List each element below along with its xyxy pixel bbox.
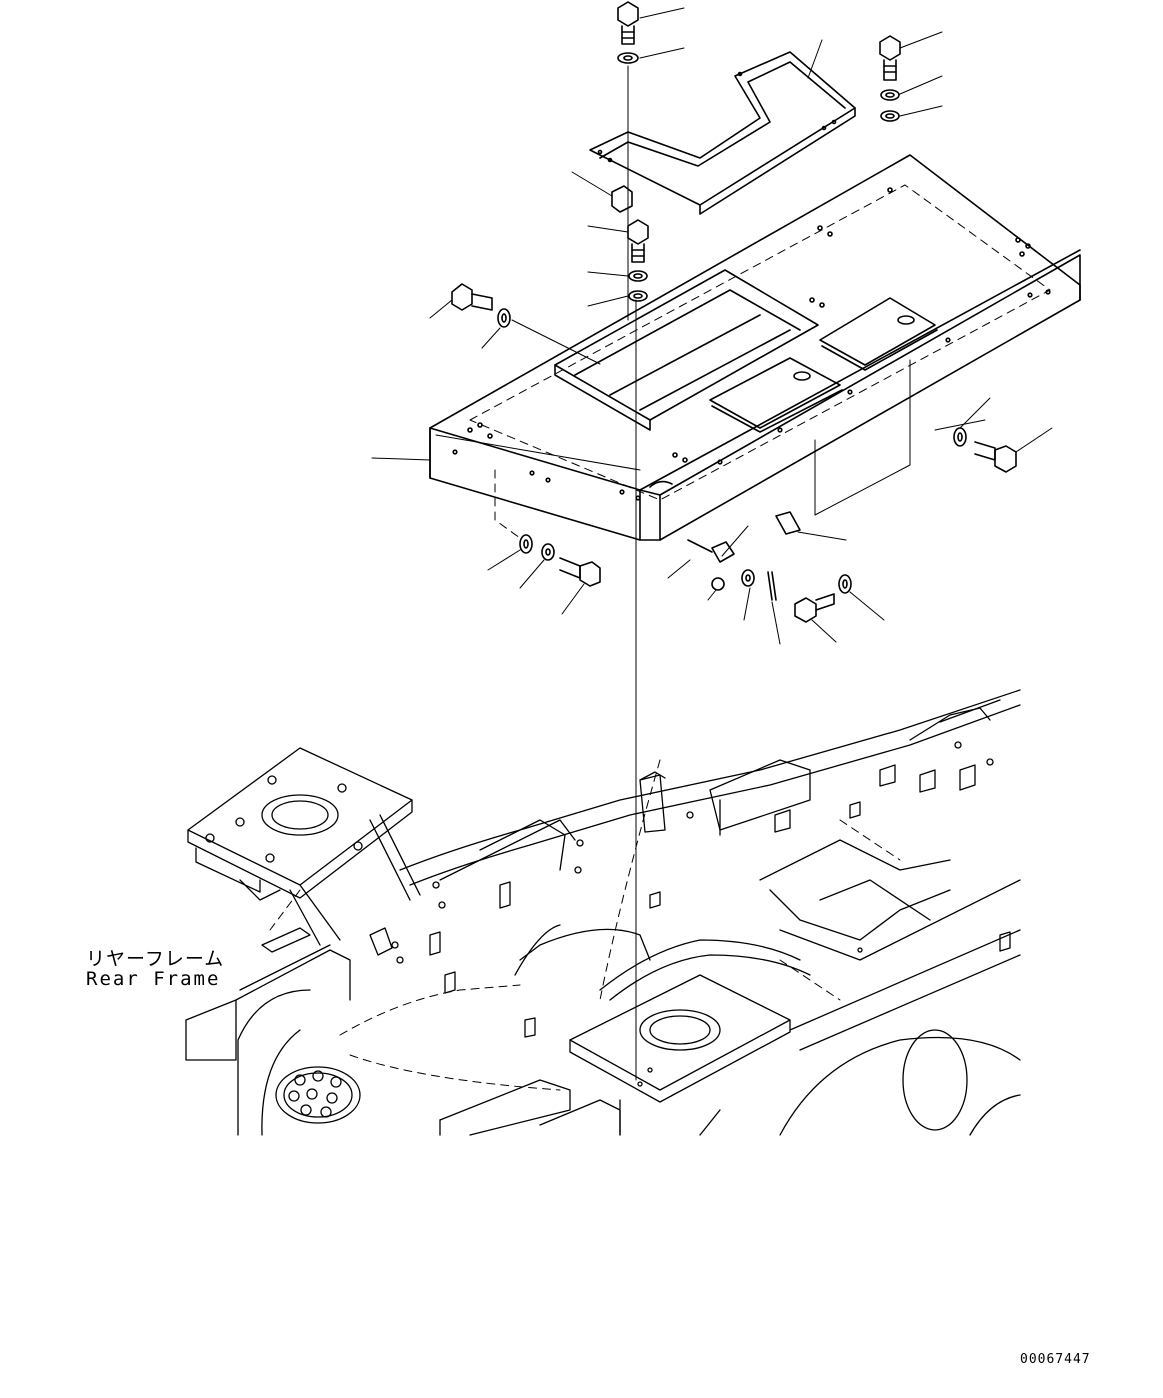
floor-frame-box bbox=[430, 155, 1080, 540]
rear-frame-assembly bbox=[186, 690, 1020, 1135]
fasteners bbox=[452, 2, 1016, 622]
rear-frame-label-japanese: リヤーフレーム bbox=[86, 948, 225, 970]
leader-lines bbox=[372, 8, 1052, 1080]
drawing-number: 00067447 bbox=[1020, 1352, 1091, 1367]
rear-frame-label-english: Rear Frame bbox=[86, 968, 221, 990]
